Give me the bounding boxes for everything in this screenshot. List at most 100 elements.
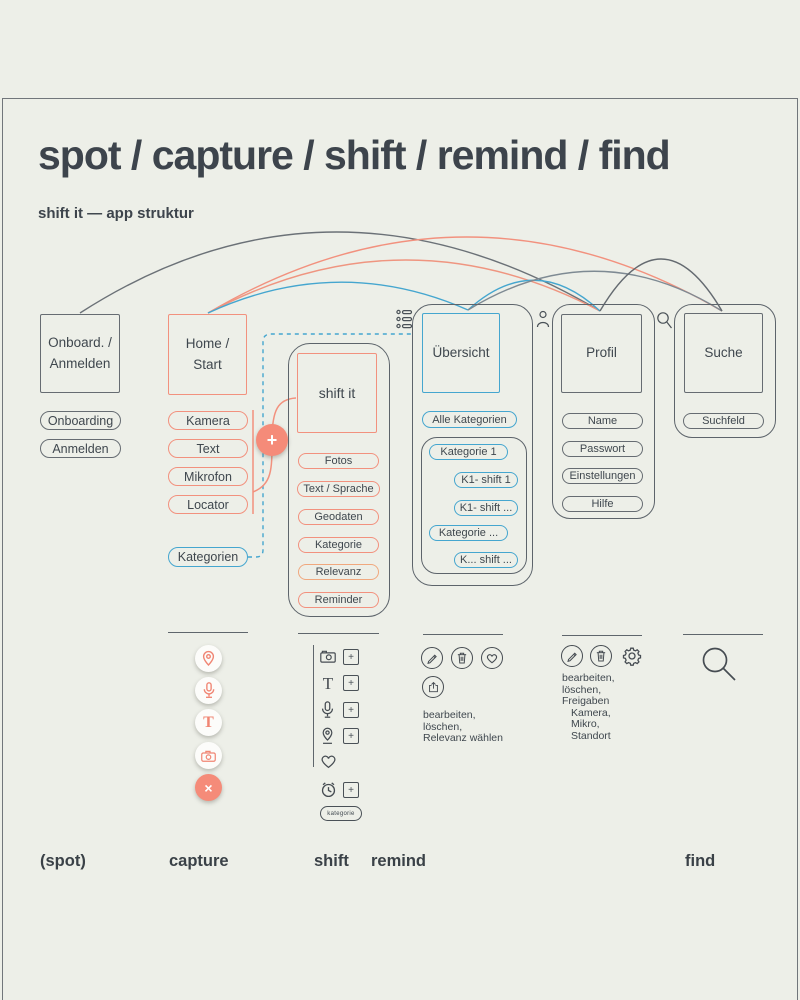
- shift-camera-add-button[interactable]: +: [343, 649, 359, 665]
- find-search-button[interactable]: [700, 645, 738, 683]
- capture-divider: [168, 632, 248, 633]
- kategorie-1-item[interactable]: Kategorie 1: [429, 444, 508, 460]
- phone-mockup-shift: [288, 343, 390, 617]
- shift-location-add-button[interactable]: +: [343, 728, 359, 744]
- arc-home-profil: [207, 259, 601, 314]
- text-sprache-button-label: Text / Sprache: [303, 483, 374, 495]
- poster-subtitle: shift it — app struktur: [38, 205, 194, 222]
- remind-note-line: löschen,: [423, 720, 463, 733]
- shift-mikrofon-icon: [321, 701, 334, 719]
- profil-delete-button[interactable]: [590, 645, 612, 667]
- footer-label-shift: shift: [314, 852, 349, 870]
- profil-settings-button[interactable]: [622, 646, 642, 666]
- plus-icon: +: [348, 651, 354, 663]
- k1-shift-1-item[interactable]: K1- shift 1: [454, 472, 518, 488]
- screen-shift-it: shift it: [297, 353, 377, 433]
- text-button[interactable]: Text: [168, 439, 248, 458]
- profil-note-line: bearbeiten,: [562, 672, 615, 684]
- profil-note-line: Mikro,: [571, 718, 600, 731]
- anmelden-button[interactable]: Anmelden: [40, 439, 121, 458]
- kamera-button[interactable]: Kamera: [168, 411, 248, 430]
- reminder-button[interactable]: Reminder: [298, 592, 379, 608]
- remind-share-button[interactable]: [422, 676, 444, 698]
- kategorie-button[interactable]: Kategorie: [298, 537, 379, 553]
- onboard-label-line1: Onboard. /: [48, 335, 112, 351]
- einstellungen-button-label: Einstellungen: [569, 470, 636, 482]
- home-label-line2: Start: [193, 356, 222, 372]
- kategorie-more-item[interactable]: Kategorie ...: [429, 525, 508, 541]
- footer-label-find: find: [685, 852, 716, 870]
- screen-uebersicht: Übersicht: [422, 313, 500, 393]
- hilfe-button[interactable]: Hilfe: [562, 496, 643, 512]
- screen-onboard-anmelden: Onboard. / Anmelden: [40, 314, 120, 393]
- profil-note-line: Standort: [571, 729, 611, 742]
- trash-icon: [596, 650, 606, 662]
- remind-favorite-button[interactable]: [481, 647, 503, 669]
- passwort-field[interactable]: Passwort: [562, 441, 643, 457]
- einstellungen-button[interactable]: Einstellungen: [562, 468, 643, 484]
- remind-edit-button[interactable]: [421, 647, 443, 669]
- name-field[interactable]: Name: [562, 413, 643, 429]
- relevanz-button[interactable]: Relevanz: [298, 564, 379, 580]
- plus-icon: +: [348, 730, 354, 742]
- mikrofon-button[interactable]: Mikrofon: [168, 467, 248, 486]
- anmelden-button-label: Anmelden: [52, 441, 109, 456]
- capture-close-button[interactable]: ×: [195, 774, 222, 801]
- kategorie-more-label: Kategorie ...: [438, 527, 499, 539]
- remind-delete-button[interactable]: [451, 647, 473, 669]
- profil-note-line: Kamera,: [571, 706, 611, 719]
- fotos-button-label: Fotos: [324, 455, 353, 467]
- suchfeld-input[interactable]: Suchfeld: [683, 413, 764, 429]
- shift-heart-icon[interactable]: [320, 754, 337, 769]
- onboarding-button[interactable]: Onboarding: [40, 411, 121, 430]
- profil-note-line: Freigaben: [562, 695, 610, 708]
- locator-button[interactable]: Locator: [168, 495, 248, 514]
- text-tool-icon: T: [203, 713, 214, 731]
- poster-frame: [2, 98, 798, 1000]
- shift-text-add-button[interactable]: +: [343, 675, 359, 691]
- kategorien-button[interactable]: Kategorien: [168, 547, 248, 567]
- camera-icon: [201, 750, 216, 762]
- k1-shift-more-item[interactable]: K1- shift ...: [454, 500, 518, 516]
- remind-divider: [423, 634, 503, 635]
- relevanz-button-label: Relevanz: [315, 566, 362, 578]
- edit-pencil-icon: [427, 654, 437, 664]
- magnifier-icon: [702, 647, 736, 681]
- shift-location-icon: [321, 727, 334, 745]
- add-capture-button[interactable]: +: [256, 424, 288, 456]
- profil-panel: [552, 304, 655, 519]
- shift-mikrofon-add-button[interactable]: +: [343, 702, 359, 718]
- shift-alarm-add-button[interactable]: +: [343, 782, 359, 798]
- uebersicht-label: Übersicht: [432, 344, 490, 360]
- profil-edit-button[interactable]: [561, 645, 583, 667]
- capture-location-button[interactable]: [195, 645, 222, 672]
- suchfeld-label: Suchfeld: [702, 415, 745, 427]
- arc-profil-suche: [599, 258, 723, 312]
- home-label-line1: Home /: [185, 336, 230, 352]
- footer-label-spot: (spot): [40, 852, 86, 870]
- text-sprache-button[interactable]: Text / Sprache: [297, 481, 380, 497]
- name-field-label: Name: [587, 415, 618, 427]
- capture-mikrofon-button[interactable]: [195, 677, 222, 704]
- poster-title: spot / capture / shift / remind / find: [38, 132, 671, 178]
- alle-kategorien-label: Alle Kategorien: [432, 413, 507, 426]
- fotos-button[interactable]: Fotos: [298, 453, 379, 469]
- capture-kamera-button[interactable]: [195, 742, 222, 769]
- k1-shift-more-label: K1- shift ...: [459, 502, 513, 514]
- kategorien-button-label: Kategorien: [177, 550, 239, 564]
- remind-note-line: bearbeiten,: [423, 709, 476, 721]
- close-icon: ×: [204, 779, 213, 796]
- suche-panel: [674, 304, 776, 438]
- geodaten-button[interactable]: Geodaten: [298, 509, 379, 525]
- onboarding-button-label: Onboarding: [47, 413, 114, 428]
- alle-kategorien-button[interactable]: Alle Kategorien: [422, 411, 517, 428]
- k-shift-more-item[interactable]: K... shift ...: [454, 552, 518, 568]
- shift-kategorie-tag[interactable]: kategorie: [320, 806, 362, 821]
- screen-home-label: Home / Start: [186, 334, 230, 375]
- share-icon: [428, 681, 438, 693]
- arc-onboard-profil: [79, 231, 601, 314]
- capture-text-button[interactable]: T: [195, 709, 222, 736]
- search-icon: [656, 311, 673, 330]
- text-tool-glyph: T: [322, 674, 334, 693]
